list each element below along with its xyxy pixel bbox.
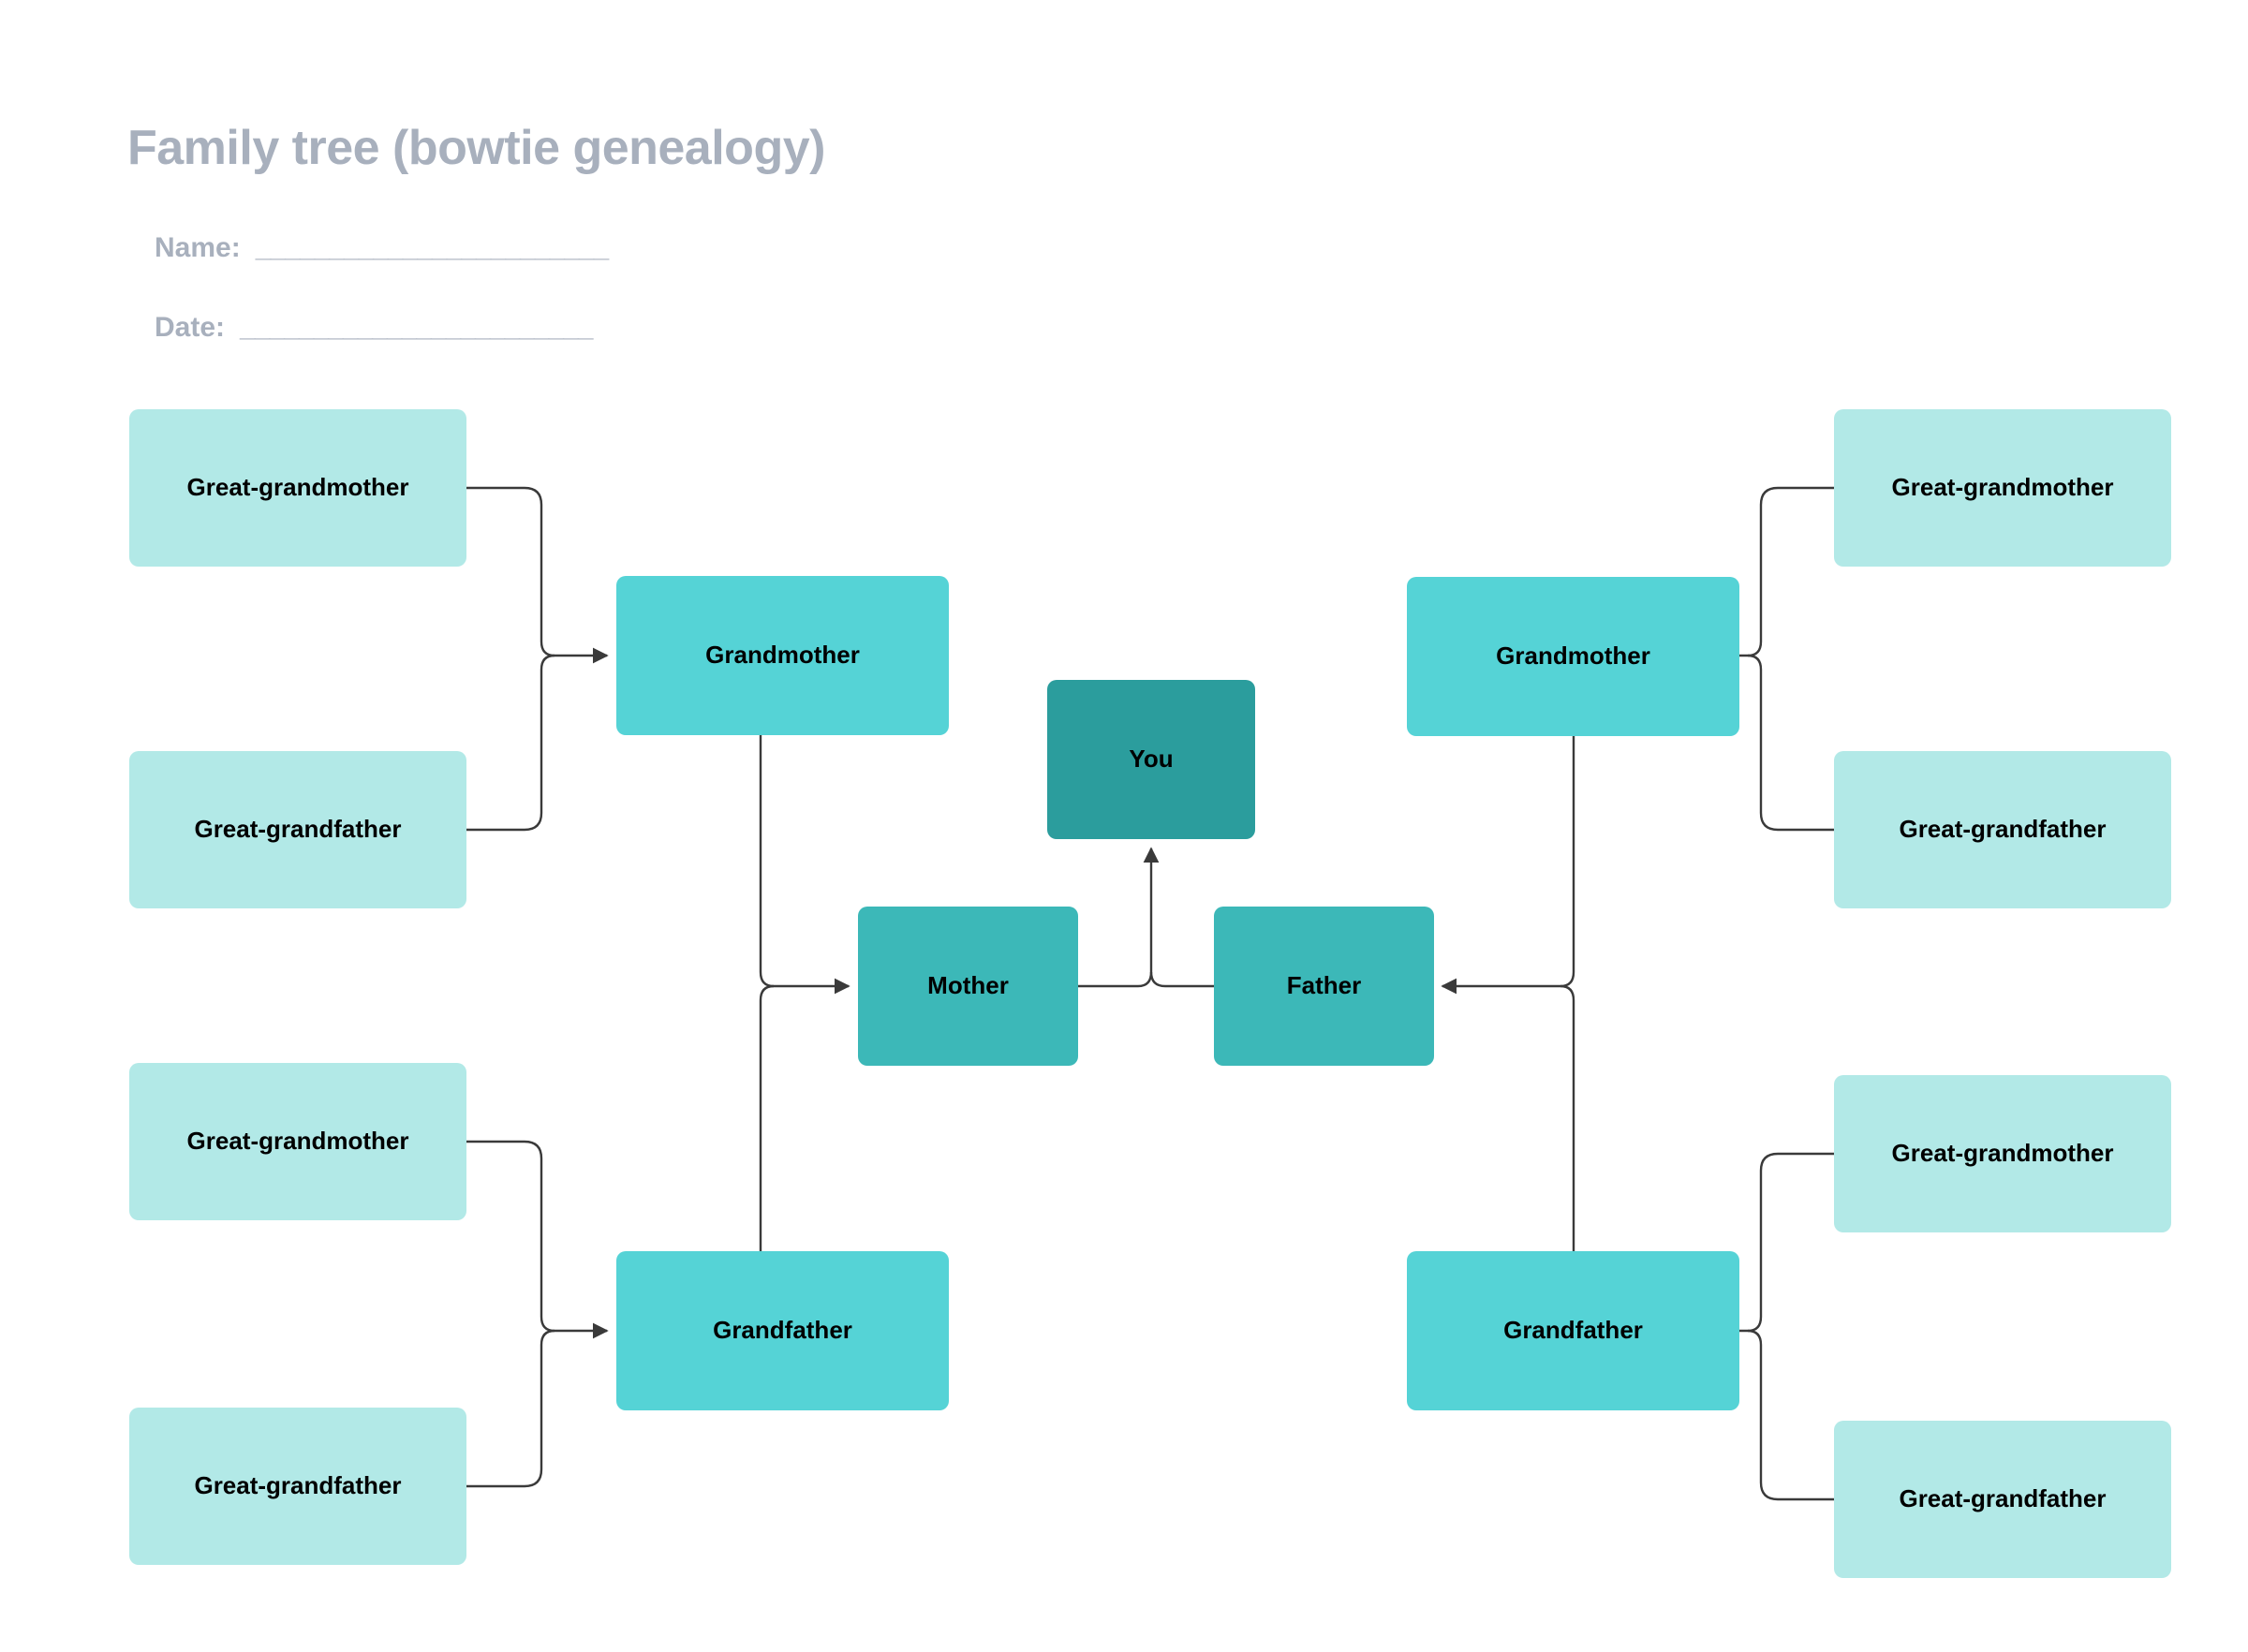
edge-mgm-ggf-to-gm xyxy=(466,670,543,832)
edge-mgf-ggf-to-gf xyxy=(466,1345,543,1488)
node-maternal-grandfathers-mother[interactable]: Great-grandmother xyxy=(129,1063,466,1220)
page-title: Family tree (bowtie genealogy) xyxy=(127,121,825,175)
node-maternal-grandfather[interactable]: Grandfather xyxy=(616,1251,949,1410)
edge-fork-to-father-a xyxy=(1441,971,1575,995)
edge-fork-to-mother-b xyxy=(759,984,775,1001)
edge-fork-to-paternal-grandmother-b xyxy=(1747,654,1763,671)
edge-pgf-ggf-to-gf xyxy=(1759,1345,1834,1501)
date-field-row: Date: ________________________ xyxy=(155,312,593,344)
name-field-blank[interactable]: ________________________ xyxy=(255,232,609,263)
node-paternal-grandmothers-father[interactable]: Great-grandfather xyxy=(1834,751,2171,908)
edge-pgm-ggm-to-gm xyxy=(1759,486,1834,642)
node-paternal-grandfathers-father[interactable]: Great-grandfather xyxy=(1834,1421,2171,1578)
node-maternal-grandmother[interactable]: Grandmother xyxy=(616,576,949,735)
node-father[interactable]: Father xyxy=(1214,907,1434,1066)
edge-fork-to-maternal-grandfather-a xyxy=(540,1316,609,1339)
edge-pgm-ggf-to-gm xyxy=(1759,670,1834,832)
edge-fork-to-father-b xyxy=(1560,984,1575,1001)
node-maternal-grandfathers-father[interactable]: Great-grandfather xyxy=(129,1408,466,1565)
edge-parents-to-you-a xyxy=(1137,847,1160,988)
name-field-label: Name: xyxy=(155,232,241,263)
edge-fork-to-paternal-grandfather-b xyxy=(1747,1329,1763,1346)
node-paternal-grandfathers-mother[interactable]: Great-grandmother xyxy=(1834,1075,2171,1232)
edge-mgf-ggm-to-gf xyxy=(466,1140,543,1317)
edge-fork-to-maternal-grandfather-b xyxy=(540,1329,555,1346)
edge-fork-to-maternal-grandmother-b xyxy=(540,654,555,671)
edge-fork-to-mother-a xyxy=(759,971,850,995)
date-field-label: Date: xyxy=(155,312,226,343)
node-paternal-grandmother[interactable]: Grandmother xyxy=(1407,577,1739,736)
edge-mgm-ggm-to-gm xyxy=(466,486,543,642)
name-field-row: Name: ________________________ xyxy=(155,232,609,264)
node-maternal-grandmothers-mother[interactable]: Great-grandmother xyxy=(129,409,466,567)
node-you[interactable]: You xyxy=(1047,680,1255,839)
node-mother[interactable]: Mother xyxy=(858,907,1078,1066)
date-field-blank[interactable]: ________________________ xyxy=(240,312,593,343)
edge-fork-to-maternal-grandmother-a xyxy=(540,641,609,664)
edge-pgf-ggm-to-gf xyxy=(1759,1152,1834,1317)
node-maternal-grandmothers-father[interactable]: Great-grandfather xyxy=(129,751,466,908)
edge-parents-to-you-b xyxy=(1149,971,1166,988)
node-paternal-grandmothers-mother[interactable]: Great-grandmother xyxy=(1834,409,2171,567)
node-paternal-grandfather[interactable]: Grandfather xyxy=(1407,1251,1739,1410)
